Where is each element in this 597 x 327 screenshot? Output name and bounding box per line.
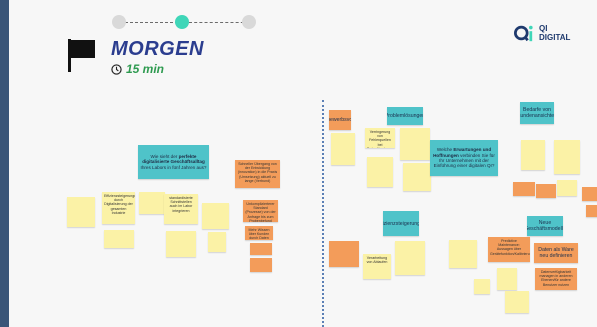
- sticky-note[interactable]: [331, 133, 355, 165]
- sticky-note[interactable]: [554, 140, 580, 174]
- sticky-note-effizienzsteigerungen[interactable]: Effizienzsteigerungen: [383, 211, 419, 236]
- stepper-line-1: [125, 22, 183, 23]
- right-question-bold: Erwartungen und Hoffnungen: [433, 147, 492, 158]
- sticky-note-standard[interactable]: standardisierte Schnittstellen auch im L…: [164, 194, 198, 224]
- page-title: MORGEN: [111, 38, 204, 60]
- sticky-note-unkompliziert[interactable]: Unkomplizierterer Standard (Prozesse) vo…: [243, 200, 278, 222]
- sticky-note[interactable]: [474, 279, 490, 294]
- sticky-note-predictive[interactable]: Predictive Maintenance: Aussagen über Ge…: [488, 237, 530, 262]
- left-question-bold: perfekte digitalisierte Geschäftsalltag: [142, 153, 205, 165]
- sticky-note[interactable]: [202, 203, 229, 229]
- sticky-note[interactable]: [586, 205, 597, 217]
- stepper-step-2-active[interactable]: [175, 15, 189, 29]
- logo: QI DIGITAL: [514, 23, 570, 43]
- stepper-line-2: [189, 22, 249, 23]
- sticky-note[interactable]: [513, 182, 535, 196]
- sticky-note[interactable]: [505, 291, 529, 313]
- sticky-note[interactable]: [166, 231, 196, 257]
- stepper-step-3[interactable]: [242, 15, 256, 29]
- logo-text-1: QI: [539, 24, 548, 33]
- left-question-card[interactable]: Wie sieht der perfekte digitalisierte Ge…: [138, 145, 209, 179]
- stepper-step-1[interactable]: [112, 15, 126, 29]
- sticky-note-bedarfe[interactable]: Bedarfe von Kundenansichten: [520, 102, 554, 124]
- sticky-note-schnell[interactable]: Schneller Übergang von der Entwicklung (…: [235, 160, 280, 188]
- sticky-note-datenverfuegbarkeit[interactable]: Datenverfügbarkeit managen in anderen Eb…: [535, 268, 577, 290]
- sticky-note-verringerung[interactable]: Verringerung von Fehlerquellen bei Daten…: [365, 128, 395, 148]
- sticky-note[interactable]: [582, 187, 597, 201]
- sticky-note-mehr-wissen[interactable]: Mehr Wissen über Kunden durch Daten: [245, 226, 273, 240]
- clock-icon: [111, 63, 122, 75]
- sticky-note[interactable]: [367, 157, 393, 187]
- sticky-note-problemloesungen[interactable]: Problemlösungen: [387, 107, 423, 125]
- sticky-note[interactable]: [329, 241, 359, 267]
- sticky-note[interactable]: [250, 243, 272, 255]
- sticky-note[interactable]: [208, 232, 226, 252]
- sticky-note[interactable]: [400, 128, 430, 160]
- sticky-note-wettbewerbsvorteile[interactable]: Wettbewerbsvorteile: [329, 110, 351, 130]
- sticky-note[interactable]: [104, 230, 134, 248]
- timer-label: 15 min: [126, 62, 165, 76]
- sticky-note[interactable]: [139, 192, 165, 214]
- sticky-note[interactable]: [536, 184, 556, 198]
- section-divider: [322, 100, 324, 327]
- left-question-suffix: Ihres Labors in fünf Jahren aus?: [140, 164, 207, 170]
- flag-icon: [67, 38, 97, 77]
- timer: 15 min: [111, 62, 164, 76]
- left-question-prefix: Wie sieht der: [150, 153, 179, 159]
- sticky-note[interactable]: [250, 258, 272, 272]
- sticky-note-effizienz-left[interactable]: Effizienzsteigerungen durch Digitalisier…: [102, 192, 135, 224]
- sticky-note[interactable]: [521, 140, 545, 170]
- sticky-note[interactable]: [67, 197, 95, 227]
- sticky-note-daten-als-ware[interactable]: Daten als Ware neu definieren: [534, 243, 578, 263]
- sticky-note[interactable]: [497, 268, 517, 290]
- sticky-note-neue-geschaeftsmodelle[interactable]: Neue Geschäftsmodelle: [527, 216, 563, 236]
- right-question-prefix: Welche: [436, 147, 454, 153]
- sticky-note[interactable]: [403, 163, 431, 191]
- right-question-suffix: verbinden Sie für Ihr Unternehmen mit de…: [433, 152, 495, 169]
- sticky-note[interactable]: [449, 240, 477, 268]
- sticky-note[interactable]: [557, 180, 577, 196]
- sticky-note-verarbeitung[interactable]: Verarbeitung von Ablaufen: [363, 254, 391, 279]
- whiteboard-canvas[interactable]: MORGEN 15 min QI DIGITAL Wie sieht der p…: [9, 0, 597, 327]
- logo-text-2: DIGITAL: [539, 33, 571, 42]
- right-question-card[interactable]: Welche Erwartungen und Hoffnungen verbin…: [430, 140, 498, 176]
- qi-logo-icon: [514, 25, 533, 42]
- sticky-note[interactable]: [395, 241, 425, 275]
